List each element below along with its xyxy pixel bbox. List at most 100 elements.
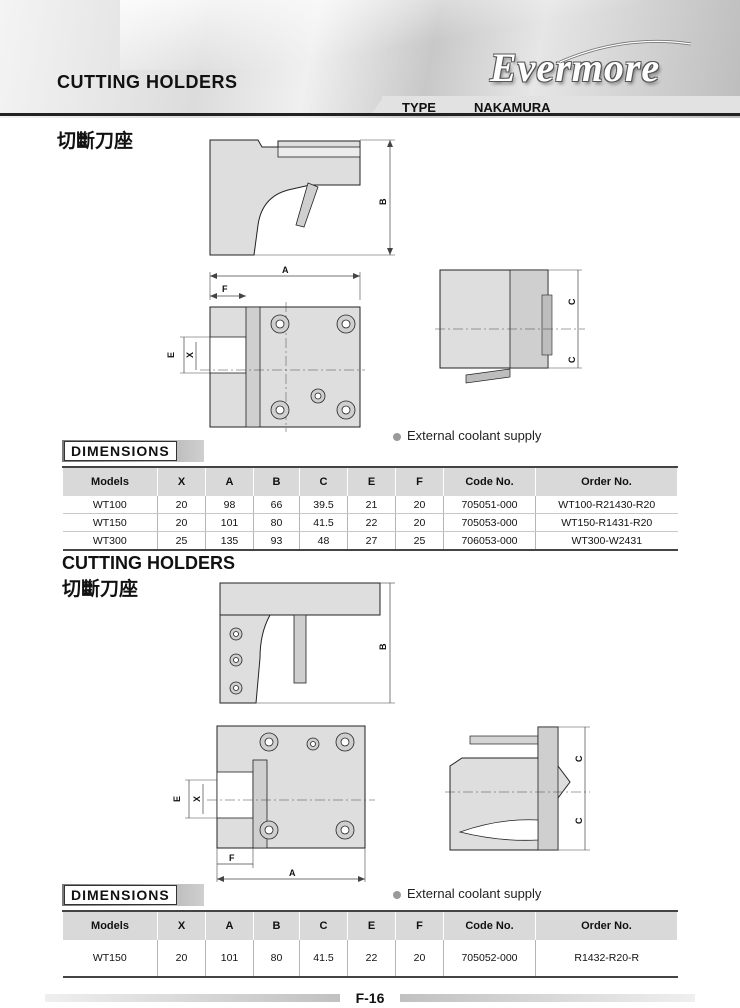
table-cell: WT150-R1431-R20 — [535, 513, 678, 532]
table-header-cell: A — [205, 911, 254, 940]
table-cell: 22 — [347, 940, 396, 978]
dim-x-label-2: X — [192, 796, 202, 802]
type-value: NAKAMURA — [474, 100, 551, 115]
dim-e-label-2: E — [172, 796, 182, 802]
section1-cn-title: 切斷刀座 — [57, 130, 134, 152]
section1-dimensions-label: DIMENSIONS — [64, 441, 177, 461]
table-cell: 705051-000 — [443, 496, 536, 514]
table-header-cell: F — [395, 467, 444, 496]
section2-coolant-note: External coolant supply — [393, 886, 541, 901]
drawing-front-view-1: C C — [435, 269, 585, 384]
dim-a-label: A — [282, 265, 289, 275]
dim-c-upper-label-2: C — [574, 755, 584, 762]
brand-logo: Evermore — [490, 45, 661, 90]
section2-cn-title: 切斷刀座 — [62, 578, 139, 600]
header-streak — [120, 0, 640, 70]
table-cell: 20 — [395, 513, 444, 532]
table-header-cell: X — [157, 467, 206, 496]
dim-c-lower-label-2: C — [574, 817, 584, 824]
section2-title: CUTTING HOLDERS — [62, 553, 235, 573]
table-cell: 22 — [347, 513, 396, 532]
table-header-cell: Models — [62, 467, 158, 496]
dim-e-label: E — [166, 352, 176, 358]
table-cell: 135 — [205, 531, 254, 551]
table-cell: WT300 — [62, 531, 158, 551]
table-cell: 41.5 — [299, 513, 348, 532]
table-cell: WT100-R21430-R20 — [535, 496, 678, 514]
table-cell: 20 — [395, 940, 444, 978]
section1-coolant-note: External coolant supply — [393, 428, 541, 443]
drawing-side-view-1: B — [209, 139, 395, 256]
table-cell: 93 — [253, 531, 300, 551]
section2-dimensions-label: DIMENSIONS — [64, 885, 177, 905]
table-cell: 80 — [253, 940, 300, 978]
table-cell: 25 — [157, 531, 206, 551]
table-cell: 706053-000 — [443, 531, 536, 551]
header-rule — [0, 113, 740, 116]
table-cell: WT150 — [62, 513, 158, 532]
table-header-cell: Models — [62, 911, 158, 940]
table-header-cell: A — [205, 467, 254, 496]
table-cell: WT100 — [62, 496, 158, 514]
dim-f-label-2: F — [229, 853, 235, 863]
table-cell: 66 — [253, 496, 300, 514]
dim-c-upper-label: C — [567, 298, 577, 305]
table-header-cell: F — [395, 911, 444, 940]
table-cell: 20 — [395, 496, 444, 514]
drawing-side-view-2: B — [219, 582, 395, 704]
type-tab — [382, 96, 740, 116]
dim-f-label: F — [222, 284, 228, 294]
logo-swoosh-icon — [559, 39, 692, 64]
table-cell: 80 — [253, 513, 300, 532]
drawing-top-view-2: E X F A — [172, 725, 375, 882]
bullet-icon — [393, 432, 401, 441]
table-header-cell: C — [299, 467, 348, 496]
table-cell: 27 — [347, 531, 396, 551]
page-title: CUTTING HOLDERS — [57, 72, 238, 92]
table-header-cell: Code No. — [443, 911, 536, 940]
table-cell: WT300-W2431 — [535, 531, 678, 551]
table-cell: WT150 — [62, 940, 158, 978]
table-cell: 705053-000 — [443, 513, 536, 532]
table-header-cell: Code No. — [443, 467, 536, 496]
table-cell: 101 — [205, 513, 254, 532]
table-header-cell: X — [157, 911, 206, 940]
table-cell: 101 — [205, 940, 254, 978]
table-cell: 705052-000 — [443, 940, 536, 978]
dim-b-label-2: B — [378, 643, 388, 650]
drawing-front-view-2: C C — [445, 726, 590, 851]
table-cell: 20 — [157, 513, 206, 532]
type-label: TYPE — [402, 100, 436, 115]
table-cell: 98 — [205, 496, 254, 514]
table-header-cell: Order No. — [535, 911, 678, 940]
page-number: F-16 — [340, 988, 400, 1008]
table-header-cell: E — [347, 467, 396, 496]
table-header-cell: B — [253, 467, 300, 496]
table-cell: 39.5 — [299, 496, 348, 514]
table-header-cell: E — [347, 911, 396, 940]
table-cell: 21 — [347, 496, 396, 514]
table-cell: 41.5 — [299, 940, 348, 978]
table-header-cell: B — [253, 911, 300, 940]
table-cell: 48 — [299, 531, 348, 551]
dim-a-label-2: A — [289, 868, 296, 878]
table-cell: R1432-R20-R — [535, 940, 678, 978]
dim-b-label: B — [378, 198, 388, 205]
bullet-icon — [393, 890, 401, 899]
dim-x-label: X — [185, 352, 195, 358]
table-cell: 25 — [395, 531, 444, 551]
table-header-cell: Order No. — [535, 467, 678, 496]
table-header-cell: C — [299, 911, 348, 940]
table-cell: 20 — [157, 496, 206, 514]
dim-c-lower-label: C — [567, 356, 577, 363]
drawing-top-view-1: A F E X — [166, 265, 365, 432]
table-cell: 20 — [157, 940, 206, 978]
